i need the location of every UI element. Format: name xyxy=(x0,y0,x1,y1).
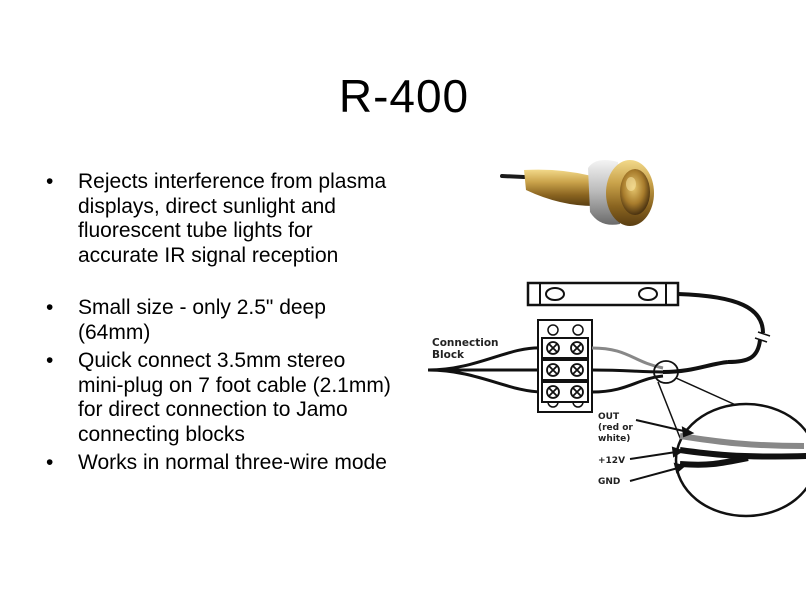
bullet-text: Quick connect 3.5mm stereo mini-plug on … xyxy=(78,349,391,446)
wiring-diagram: Connection Block OUT (red or white) +12V… xyxy=(427,281,806,518)
out-label-2: (red or xyxy=(598,423,633,433)
bullet-dot: • xyxy=(46,349,54,372)
bullet-item: • Rejects interference from plasma displ… xyxy=(44,170,394,268)
bullet-dot: • xyxy=(46,451,54,474)
bullet-list: • Rejects interference from plasma displ… xyxy=(44,170,394,476)
bullet-text: Works in normal three-wire mode xyxy=(78,451,387,474)
slide-title: R-400 xyxy=(338,70,470,122)
plus12v-label: +12V xyxy=(598,456,625,466)
out-label: OUT xyxy=(598,412,620,422)
bullet-text: Small size - only 2.5" deep (64mm) xyxy=(78,296,326,344)
out-label-3: white) xyxy=(598,434,630,444)
gnd-label: GND xyxy=(598,477,620,487)
bullet-item: • Small size - only 2.5" deep (64mm) xyxy=(44,296,394,345)
bullet-text: Rejects interference from plasma display… xyxy=(78,170,387,267)
ir-sensor-image xyxy=(500,160,654,226)
bullet-dot: • xyxy=(46,170,54,193)
bullet-item: • Quick connect 3.5mm stereo mini-plug o… xyxy=(44,349,394,447)
connection-block-label: Connection xyxy=(432,337,499,349)
connection-block-label-2: Block xyxy=(432,349,465,361)
bullet-item: • Works in normal three-wire mode xyxy=(44,451,394,476)
bullet-dot: • xyxy=(46,296,54,319)
